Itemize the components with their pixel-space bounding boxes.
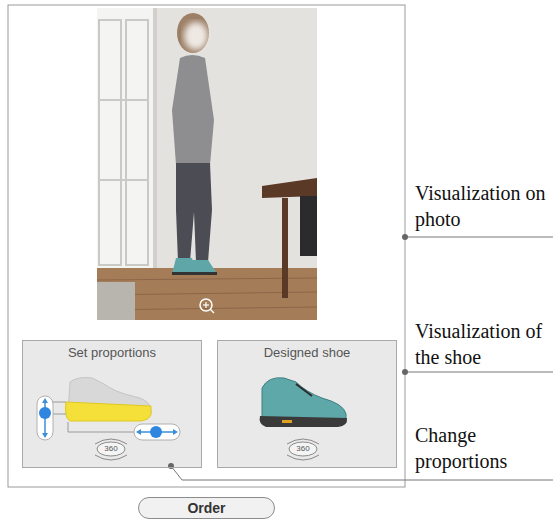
callout-label: Change proportions: [415, 422, 553, 474]
leader-line: [171, 237, 553, 480]
panel-title: Set proportions: [23, 341, 201, 360]
rotate-icon: [95, 439, 319, 460]
rotate-label: 360: [291, 444, 315, 454]
proportion-shoe: [37, 378, 180, 441]
leader-dot: [168, 234, 408, 469]
button-label: Order: [187, 500, 225, 516]
panel-title: Designed shoe: [218, 341, 396, 360]
photo: [97, 8, 317, 320]
order-button: Order: [138, 497, 275, 519]
designed-shoe: [260, 378, 347, 427]
panel-ground: [217, 340, 397, 468]
callout-label: Visualization of the shoe: [415, 318, 553, 370]
panel-ground: [22, 340, 202, 468]
screen-frame: [8, 5, 405, 487]
rotate-label: 360: [99, 444, 123, 454]
callout-label: Visualization on photo: [415, 180, 553, 232]
